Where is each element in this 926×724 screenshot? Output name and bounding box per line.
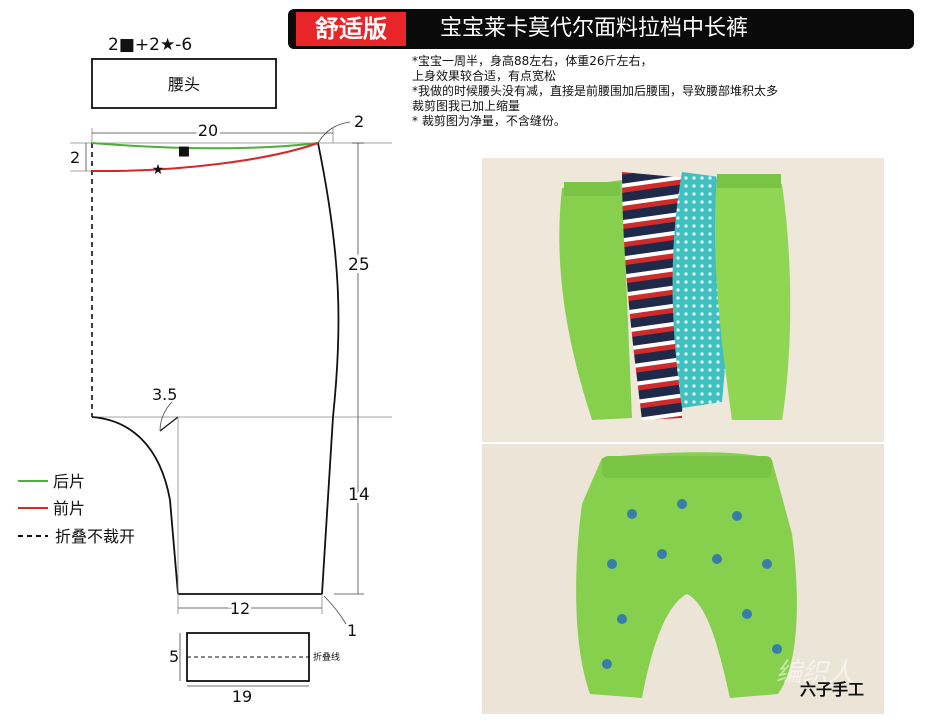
cuff-height: 5 [169, 647, 179, 666]
crotch-curve [91, 416, 179, 595]
legend-label-fold: 折叠不裁开 [55, 527, 135, 546]
cuff-fold-label: 折叠线 [313, 651, 340, 663]
note-line: 上身效果较合适，有点宽松 [412, 69, 557, 83]
legend-label-front: 前片 [53, 499, 85, 518]
banner-title: 宝宝莱卡莫代尔面料拉档中长裤 [440, 16, 749, 41]
leader-line [323, 595, 347, 625]
print-pattern [602, 499, 782, 669]
pants-group-illustration [559, 172, 791, 420]
cuff-rect [186, 632, 310, 682]
note-line: * 裁剪图为净量，不含缝份。 [412, 114, 566, 128]
watermark: 编织人 [776, 658, 855, 688]
front-waist-curve [91, 142, 319, 173]
product-photo-single [482, 444, 884, 714]
waistband-elastic [564, 182, 620, 196]
banner-tag: 舒适版 [296, 12, 406, 46]
dim-height-25: 25 [348, 255, 370, 275]
note-line: 裁剪图我已加上缩量 [412, 99, 521, 113]
dim-top-right: 2 [354, 112, 364, 131]
dim-bottom-width: 12 [230, 599, 250, 618]
pant-green-left [559, 180, 632, 420]
back-waist-curve [91, 142, 319, 150]
pattern-diagram: 2■+2★-6 腰头 20 2 2 ■ ★ 3.5 25 14 12 1 折叠线 [18, 35, 392, 706]
cuff-width: 19 [232, 687, 252, 706]
pant-striped [622, 172, 687, 420]
dim-width-top: 20 [198, 121, 218, 140]
side-seam [317, 142, 340, 595]
leader-line [317, 121, 351, 144]
square-marker: ■ [178, 144, 190, 159]
leader-line [159, 401, 173, 432]
waistband-elastic [602, 456, 772, 478]
instruction-notes: *宝宝一周半，身高88左右，体重26斤左右， 上身效果较合适，有点宽松 *我做的… [412, 54, 912, 129]
dim-left-2: 2 [70, 148, 80, 167]
dim-height-14: 14 [348, 485, 370, 505]
crotch-marker [159, 416, 179, 432]
legend-label-back: 后片 [53, 472, 85, 491]
waistband-rect [91, 58, 277, 109]
signature: 六子手工 [800, 680, 865, 699]
note-line: *我做的时候腰头没有减，直接是前腰围加后腰围，导致腰部堆积太多 [412, 84, 779, 98]
waistband-label: 腰头 [168, 75, 200, 94]
pant-green-right [714, 178, 791, 420]
product-photo-group [482, 158, 884, 442]
star-marker: ★ [152, 162, 165, 178]
waistband-elastic [717, 174, 781, 188]
dim-crotch: 3.5 [152, 385, 177, 404]
waistband-formula: 2■+2★-6 [108, 35, 192, 55]
dim-bottom-right: 1 [347, 621, 357, 640]
note-line: *宝宝一周半，身高88左右，体重26斤左右， [412, 54, 653, 68]
single-pant-illustration [576, 452, 797, 698]
title-banner: 舒适版 宝宝莱卡莫代尔面料拉档中长裤 [288, 9, 914, 49]
